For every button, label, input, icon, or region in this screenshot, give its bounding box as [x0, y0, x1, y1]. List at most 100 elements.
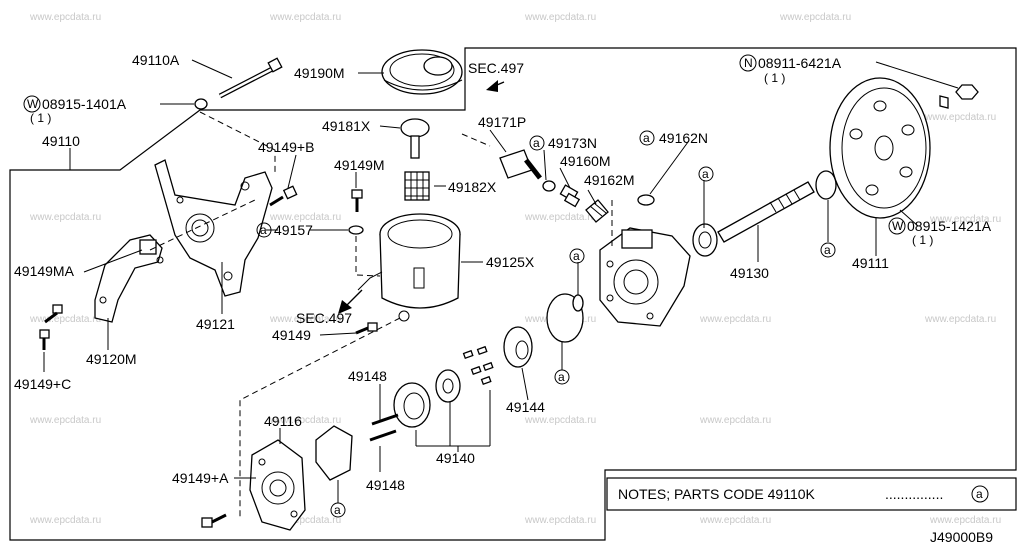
label-08915-1421a[interactable]: 08915-1421A — [907, 218, 992, 234]
label-49149m[interactable]: 49149M — [334, 157, 385, 173]
leader-lines — [43, 59, 959, 503]
nut-pump[interactable] — [692, 223, 718, 257]
bracket-49121[interactable] — [154, 159, 273, 297]
cam-ring[interactable] — [393, 382, 431, 428]
watermark-text: www.epcdata.ru — [269, 12, 341, 23]
washer-08915-1421a[interactable] — [939, 95, 949, 109]
watermark-text: www.epcdata.ru — [269, 515, 341, 526]
watermark-text: www.epcdata.ru — [924, 112, 996, 123]
o-ring-small[interactable] — [572, 294, 584, 312]
label-49149a[interactable]: 49149+A — [172, 470, 229, 486]
watermark-text: www.epcdata.ru — [29, 515, 101, 526]
label-49125x[interactable]: 49125X — [486, 254, 535, 270]
label-49116[interactable]: 49116 — [264, 413, 302, 429]
watermark-text: www.epcdata.ru — [929, 214, 1001, 225]
label-sec497-mid[interactable]: SEC.497 — [296, 310, 352, 326]
assembly-dashed-lines — [149, 111, 613, 520]
label-sec497-top[interactable]: SEC.497 — [468, 60, 524, 76]
label-49162m[interactable]: 49162M — [584, 172, 635, 188]
n-prefix-circle — [739, 54, 757, 72]
watermark-text: www.epcdata.ru — [699, 515, 771, 526]
label-49110a[interactable]: 49110A — [132, 52, 180, 68]
watermark-text: www.epcdata.ru — [524, 415, 596, 426]
washer-08915-1401a[interactable] — [194, 98, 208, 110]
w-prefix-circle — [888, 217, 906, 235]
pump-body[interactable] — [599, 227, 691, 327]
label-49149ma[interactable]: 49149MA — [14, 263, 75, 279]
bolt-49149m[interactable] — [351, 189, 363, 212]
label-49120m[interactable]: 49120M — [86, 351, 137, 367]
label-49162n[interactable]: 49162N — [659, 130, 708, 146]
reservoir-knob-49181x[interactable] — [400, 118, 430, 159]
watermark-text: www.epcdata.ru — [269, 314, 341, 325]
label-49144[interactable]: 49144 — [506, 399, 545, 415]
watermark-text: www.epcdata.ru — [29, 12, 101, 23]
nut-08911-6421a[interactable] — [955, 84, 979, 100]
spring-49162m[interactable] — [585, 199, 609, 223]
w-prefix: W — [892, 219, 904, 233]
a-marker: a — [824, 243, 831, 257]
label-49190m[interactable]: 49190M — [294, 65, 345, 81]
watermark-text: www.epcdata.ru — [29, 415, 101, 426]
notes-text: NOTES; PARTS CODE 49110K — [618, 486, 816, 502]
a-marker: a — [334, 503, 341, 517]
pin-49148-lower[interactable] — [369, 429, 397, 442]
watermark-text: www.epcdata.ru — [269, 212, 341, 223]
label-49111[interactable]: 49111 — [852, 255, 889, 271]
w-prefix: W — [27, 97, 39, 111]
bolt-49149b[interactable] — [269, 185, 298, 207]
shaft-49130[interactable] — [717, 181, 815, 243]
pulley-49111[interactable] — [829, 77, 931, 219]
valve-49160m[interactable] — [559, 184, 581, 208]
label-49149b[interactable]: 49149+B — [258, 139, 314, 155]
a-marker: a — [643, 131, 650, 145]
label-49157[interactable]: 49157 — [274, 222, 313, 238]
label-49149c[interactable]: 49149+C — [14, 376, 71, 392]
label-49148-top[interactable]: 49148 — [348, 368, 387, 384]
bolt-49149c[interactable] — [39, 329, 50, 350]
label-49171p[interactable]: 49171P — [478, 114, 526, 130]
bolt-49110a[interactable] — [218, 57, 283, 99]
label-49149[interactable]: 49149 — [272, 327, 311, 343]
label-49110[interactable]: 49110 — [42, 133, 80, 149]
reservoir-cap-49190m[interactable] — [381, 49, 463, 95]
label-49182x[interactable]: 49182X — [448, 179, 497, 195]
a-marker: a — [702, 167, 709, 181]
pin-49148-upper[interactable] — [371, 413, 399, 426]
connector-49171p[interactable] — [499, 149, 542, 180]
o-ring-49173n[interactable] — [542, 180, 556, 192]
label-49160m[interactable]: 49160M — [560, 153, 611, 169]
label-08915-1401a[interactable]: 08915-1401A — [42, 96, 127, 112]
label-08911-6421a[interactable]: 08911-6421A — [758, 55, 842, 71]
watermark-text: www.epcdata.ru — [929, 515, 1001, 526]
watermark-text: www.epcdata.ru — [269, 415, 341, 426]
label-49140[interactable]: 49140 — [436, 450, 475, 466]
bolt-49149ma[interactable] — [44, 304, 63, 324]
vanes[interactable] — [462, 345, 494, 386]
label-49181x[interactable]: 49181X — [322, 118, 371, 134]
snap-ring[interactable] — [815, 170, 837, 200]
reservoir-tank-49125x[interactable] — [357, 213, 461, 322]
notes-dots: ............... — [885, 486, 943, 502]
watermark-text: www.epcdata.ru — [699, 314, 771, 325]
label-49121[interactable]: 49121 — [196, 316, 235, 332]
rotor-49140[interactable] — [435, 369, 461, 403]
label-08915-1401a-qty: ( 1 ) — [30, 111, 51, 125]
a-marker: a — [533, 136, 540, 150]
notes-box — [606, 477, 1017, 511]
label-49173n[interactable]: 49173N — [548, 135, 597, 151]
bracket-49120m[interactable] — [94, 234, 164, 323]
bolt-49149a[interactable] — [201, 513, 227, 528]
rear-cover-49116[interactable] — [249, 439, 306, 531]
pressure-plate-49144[interactable] — [503, 326, 533, 368]
label-49148-bottom[interactable]: 49148 — [366, 477, 405, 493]
watermark-text: www.epcdata.ru — [29, 212, 101, 223]
watermark-text: www.epcdata.ru — [699, 415, 771, 426]
washer-49157[interactable] — [348, 225, 364, 235]
watermark-text: www.epcdata.ru — [29, 314, 101, 325]
strainer-49182x[interactable] — [404, 171, 430, 201]
gasket[interactable] — [315, 425, 353, 481]
bolt-49149[interactable] — [355, 322, 378, 335]
seal-49162n[interactable] — [637, 194, 655, 206]
label-49130[interactable]: 49130 — [730, 265, 769, 281]
